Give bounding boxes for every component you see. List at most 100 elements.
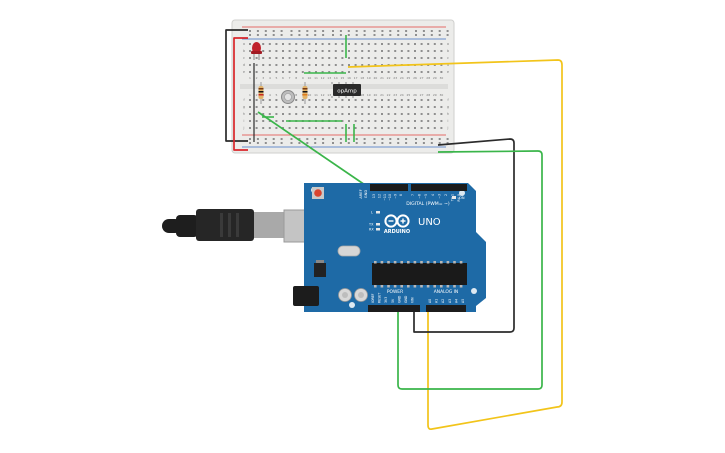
breadboard-hole[interactable] xyxy=(275,43,278,45)
breadboard-hole[interactable] xyxy=(262,43,265,45)
breadboard-hole[interactable] xyxy=(374,71,377,73)
breadboard-hole[interactable] xyxy=(367,113,370,115)
breadboard-hole[interactable] xyxy=(328,64,331,66)
breadboard-hole[interactable] xyxy=(262,113,265,115)
breadboard-hole[interactable] xyxy=(341,64,344,66)
breadboard-hole[interactable] xyxy=(414,113,416,115)
breadboard-hole[interactable] xyxy=(301,99,304,101)
rail-hole[interactable] xyxy=(322,34,325,36)
breadboard-hole[interactable] xyxy=(400,106,403,108)
rail-hole[interactable] xyxy=(306,34,309,36)
led[interactable] xyxy=(251,42,262,60)
breadboard-hole[interactable] xyxy=(268,99,271,101)
breadboard-hole[interactable] xyxy=(328,99,331,101)
breadboard-hole[interactable] xyxy=(275,120,278,122)
breadboard-hole[interactable] xyxy=(282,127,284,129)
breadboard-hole[interactable] xyxy=(348,71,350,73)
breadboard-hole[interactable] xyxy=(381,57,383,59)
breadboard-hole[interactable] xyxy=(315,106,317,108)
breadboard-hole[interactable] xyxy=(262,64,265,66)
rail-hole[interactable] xyxy=(256,30,259,32)
breadboard-hole[interactable] xyxy=(308,71,311,73)
breadboard-hole[interactable] xyxy=(288,64,291,66)
rail-hole[interactable] xyxy=(446,30,449,32)
breadboard-hole[interactable] xyxy=(268,71,271,73)
breadboard-hole[interactable] xyxy=(301,64,304,66)
breadboard-hole[interactable] xyxy=(407,113,410,115)
rail-hole[interactable] xyxy=(405,30,408,32)
rail-hole[interactable] xyxy=(446,142,449,144)
rail-hole[interactable] xyxy=(306,30,309,32)
breadboard-hole[interactable] xyxy=(315,71,317,73)
rail-hole[interactable] xyxy=(256,138,259,140)
breadboard-hole[interactable] xyxy=(321,106,324,108)
breadboard-hole[interactable] xyxy=(394,57,397,59)
breadboard-hole[interactable] xyxy=(420,43,423,45)
breadboard-hole[interactable] xyxy=(433,99,436,101)
rail-hole[interactable] xyxy=(249,142,251,144)
breadboard-hole[interactable] xyxy=(249,120,251,122)
rail-hole[interactable] xyxy=(298,30,301,32)
breadboard-hole[interactable] xyxy=(433,113,436,115)
breadboard-hole[interactable] xyxy=(295,99,298,101)
breadboard-hole[interactable] xyxy=(315,64,317,66)
breadboard-hole[interactable] xyxy=(348,50,350,52)
rail-hole[interactable] xyxy=(397,30,400,32)
breadboard-hole[interactable] xyxy=(282,50,284,52)
breadboard-hole[interactable] xyxy=(427,99,430,101)
breadboard-hole[interactable] xyxy=(433,71,436,73)
rail-hole[interactable] xyxy=(332,138,334,140)
rail-hole[interactable] xyxy=(355,138,358,140)
breadboard-hole[interactable] xyxy=(433,64,436,66)
rail-hole[interactable] xyxy=(306,138,309,140)
rail-hole[interactable] xyxy=(280,30,283,32)
breadboard-hole[interactable] xyxy=(374,50,377,52)
power-header[interactable] xyxy=(368,305,420,312)
breadboard-hole[interactable] xyxy=(268,50,271,52)
breadboard-hole[interactable] xyxy=(440,99,443,101)
breadboard-hole[interactable] xyxy=(354,50,357,52)
breadboard-hole[interactable] xyxy=(334,71,337,73)
breadboard-hole[interactable] xyxy=(433,120,436,122)
breadboard-hole[interactable] xyxy=(440,106,443,108)
breadboard-hole[interactable] xyxy=(288,50,291,52)
breadboard-hole[interactable] xyxy=(361,106,364,108)
rail-hole[interactable] xyxy=(389,142,392,144)
breadboard-hole[interactable] xyxy=(295,43,298,45)
breadboard-hole[interactable] xyxy=(328,127,331,129)
rail-hole[interactable] xyxy=(373,30,376,32)
breadboard-hole[interactable] xyxy=(334,99,337,101)
breadboard-hole[interactable] xyxy=(394,120,397,122)
breadboard-hole[interactable] xyxy=(400,127,403,129)
breadboard-hole[interactable] xyxy=(348,99,350,101)
breadboard-hole[interactable] xyxy=(420,99,423,101)
rail-hole[interactable] xyxy=(430,34,433,36)
breadboard-hole[interactable] xyxy=(414,50,416,52)
breadboard-hole[interactable] xyxy=(387,120,390,122)
rail-hole[interactable] xyxy=(363,30,366,32)
rail-hole[interactable] xyxy=(405,34,408,36)
rail-hole[interactable] xyxy=(280,142,283,144)
breadboard-hole[interactable] xyxy=(394,99,397,101)
breadboard-hole[interactable] xyxy=(321,71,324,73)
rail-hole[interactable] xyxy=(347,30,350,32)
breadboard-hole[interactable] xyxy=(315,127,317,129)
breadboard-hole[interactable] xyxy=(262,57,265,59)
rail-hole[interactable] xyxy=(332,34,334,36)
breadboard-hole[interactable] xyxy=(328,106,331,108)
breadboard-hole[interactable] xyxy=(374,106,377,108)
breadboard-hole[interactable] xyxy=(381,113,383,115)
breadboard-hole[interactable] xyxy=(301,71,304,73)
rail-hole[interactable] xyxy=(381,142,384,144)
breadboard-hole[interactable] xyxy=(387,127,390,129)
rail-hole[interactable] xyxy=(249,34,251,36)
breadboard-hole[interactable] xyxy=(420,57,423,59)
rail-hole[interactable] xyxy=(264,34,267,36)
rail-hole[interactable] xyxy=(322,30,325,32)
breadboard-hole[interactable] xyxy=(348,113,350,115)
rail-hole[interactable] xyxy=(405,138,408,140)
breadboard-hole[interactable] xyxy=(282,106,284,108)
breadboard-hole[interactable] xyxy=(308,113,311,115)
breadboard-hole[interactable] xyxy=(268,64,271,66)
breadboard-hole[interactable] xyxy=(334,50,337,52)
